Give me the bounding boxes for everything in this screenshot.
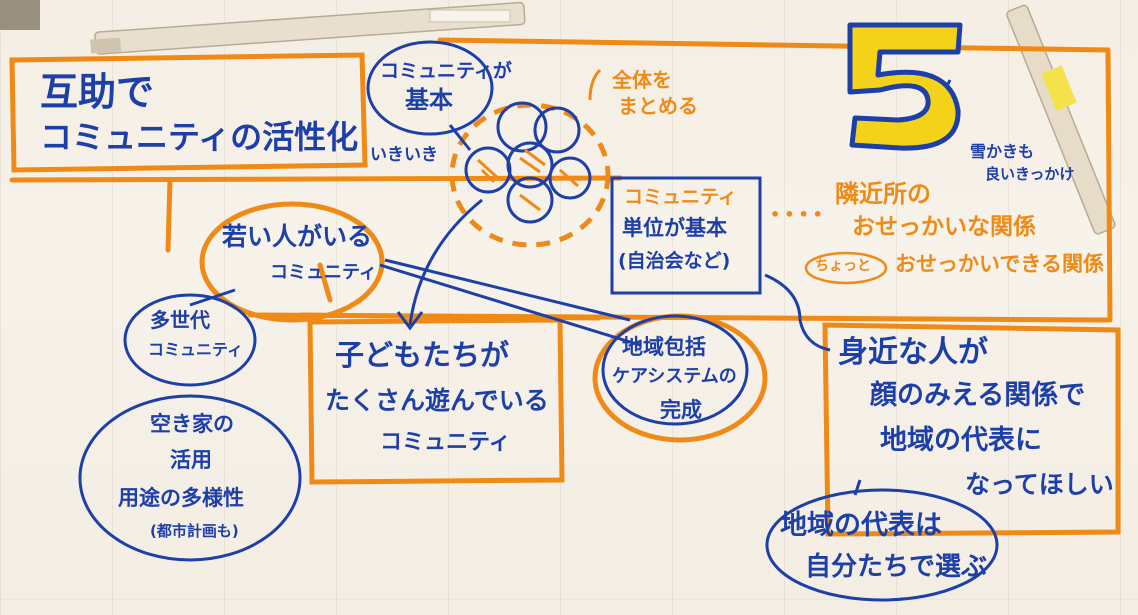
akiya-line2: 活用 [170,448,212,472]
rep-line1: 身近な人が [838,335,988,370]
pencil-right [1006,4,1116,235]
line-unit-to-rep [764,273,831,352]
unit-box [610,176,762,295]
orange-line-right [1105,47,1113,323]
young-ellipse [199,201,385,323]
title-line2: コミュニティの活性化 [40,118,359,156]
unit-line1: コミュニティ [624,186,737,208]
chotto-text: ちょっと [815,258,871,274]
orange-stem [165,177,173,253]
table-corner [0,0,40,30]
akiya-line1: 空き家の [150,412,234,436]
yukikaki-line2: 良いきっかけ [985,165,1075,183]
line-to-care [379,263,641,347]
care-line2: ケアシステムの [612,366,737,387]
multigen-bubble [123,293,257,387]
title-line1: 互助で [40,70,155,114]
ikiiki-text: いきいき [370,145,438,165]
zentai-line2: まとめる [618,94,698,118]
akiya-line3: 用途の多様性 [118,486,244,510]
pencil-top [90,1,526,55]
care-line1: 地域包括 [622,335,706,359]
bubble-top [366,40,494,136]
akiya-bubble [78,394,302,562]
rep-line2: 顔のみえる関係で [870,380,1086,411]
chotto-ellipse [804,251,888,285]
neighbors-line3: おせっかいできる関係 [895,252,1104,276]
bubble-top-line1: コミュニティが [380,60,512,82]
young-line2: コミュニティ [270,262,377,283]
arrow-to-children [408,198,483,326]
dashed-cluster [449,102,611,248]
rep-line4: なってほしい [965,470,1114,499]
choose-line2: 自分たちで選ぶ [805,552,988,582]
orange-line-top-left [9,175,623,183]
neighbors-line1: 隣近所の [835,180,931,208]
title-box [9,52,368,173]
choose-bubble [765,488,999,602]
dots: •••• [770,205,827,224]
bubble-top-line2: 基本 [405,86,453,114]
unit-line3: (自治会など) [618,250,731,272]
multigen-line2: コミュニティ [148,340,244,359]
yukikaki-line1: 雪かきも [970,142,1035,161]
young-line1: 若い人がいる [222,222,373,251]
children-box [307,317,565,485]
children-line2: たくさん遊んでいる [325,386,549,415]
big-five [847,22,963,151]
choose-line1: 地域の代表は [780,510,942,541]
neighbors-line2: おせっかいな関係 [852,214,1036,240]
rep-line3: 地域の代表に [880,425,1042,456]
orange-line-top [437,37,1111,53]
rep-box [822,322,1121,537]
unit-line2: 単位が基本 [622,216,727,240]
children-line3: コミュニティ [380,430,511,455]
zentai-line1: 全体を [612,68,672,92]
care-line3: 完成 [660,398,702,422]
children-line1: 子どもたちが [335,338,510,372]
multigen-line1: 多世代 [150,308,210,332]
akiya-line4: (都市計画も) [150,522,239,540]
care-circle-inner [601,314,749,426]
